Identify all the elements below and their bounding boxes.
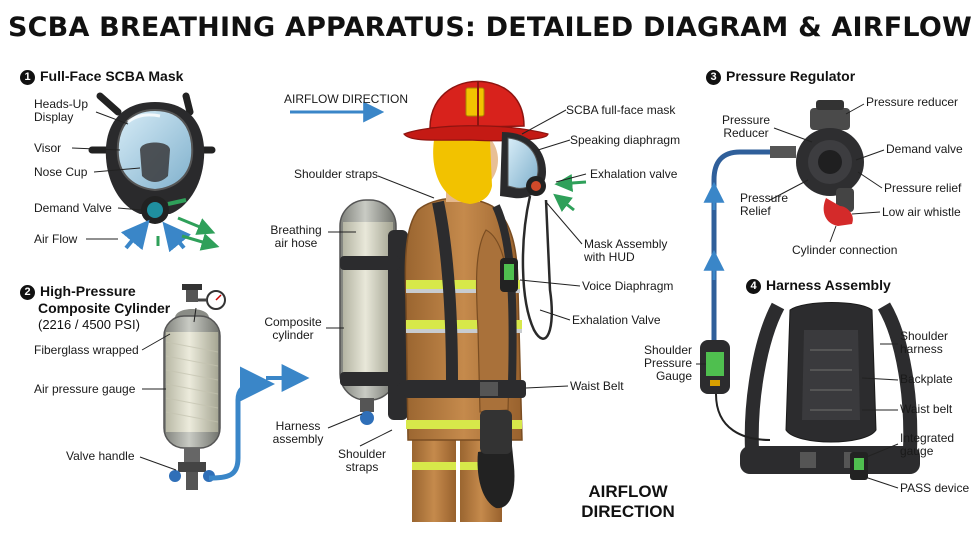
section-sublabel: (2216 / 4500 PSI) (38, 317, 140, 332)
label-pressure-relief: Pressure relief (884, 181, 962, 195)
section-label: Pressure Regulator (726, 68, 856, 84)
label-demand-valve: Demand Valve (34, 201, 112, 215)
label-pass-device: PASS device (900, 481, 970, 495)
label-waist-belt: Waist Belt (570, 379, 624, 393)
label-visor: Visor (34, 141, 62, 155)
label-cylinder-connection: Cylinder connection (792, 243, 898, 257)
label-pressure-reducer: Pressure reducer (866, 95, 959, 109)
section-cylinder-header: 2 High-Pressure Composite Cylinder (2216 … (20, 283, 170, 333)
label-speaking-diaphragm: Speaking diaphragm (570, 133, 681, 147)
section-label-line2: Composite Cylinder (38, 300, 171, 316)
harness-leaders (696, 343, 899, 489)
cylinder-illustration (163, 284, 310, 490)
section-regulator-header: 3 Pressure Regulator (706, 68, 855, 85)
section-mask-header: 1 Full-Face SCBA Mask (20, 68, 183, 85)
label-air-pressure-gauge: Air pressure gauge (34, 382, 136, 396)
label-fullface-mask: SCBA full-face mask (566, 103, 676, 117)
page-title: SCBA BREATHING APPARATUS: DETAILED DIAGR… (8, 12, 972, 43)
section-number: 4 (746, 279, 761, 294)
label-backplate: Backplate (900, 372, 953, 386)
cylinder-leaders (139, 307, 197, 471)
label-shoulder-straps: Shoulder straps (294, 167, 379, 181)
section-number: 2 (20, 285, 35, 300)
label-air-flow: Air Flow (34, 232, 78, 246)
section-harness-header: 4 Harness Assembly (746, 277, 891, 294)
section-label-line1: High-Pressure (40, 283, 136, 299)
label-valve-handle: Valve handle (66, 449, 135, 463)
label-demand-valve-reg: Demand valve (886, 142, 963, 156)
section-label: Harness Assembly (766, 277, 891, 293)
harness-illustration (700, 302, 920, 480)
section-number: 3 (706, 70, 721, 85)
center-leaders (326, 109, 587, 447)
section-number: 1 (20, 70, 35, 85)
label-exhalation-valve-2: Exhalation Valve (572, 313, 661, 327)
mask-illustration (88, 92, 220, 253)
section-label: Full-Face SCBA Mask (40, 68, 184, 84)
firefighter-illustration (339, 80, 587, 522)
label-low-air-whistle: Low air whistle (882, 205, 961, 219)
label-voice-diaphragm: Voice Diaphragm (582, 279, 674, 293)
label-waist-belt-harness: Waist belt (900, 402, 953, 416)
mask-leaders (71, 111, 142, 240)
regulator-leaders (769, 103, 885, 243)
regulator-illustration (703, 100, 864, 330)
label-fiberglass: Fiberglass wrapped (34, 343, 139, 357)
label-nose-cup: Nose Cup (34, 165, 88, 179)
label-airflow-direction: AIRFLOW DIRECTION (284, 92, 409, 106)
label-exhalation-valve: Exhalation valve (590, 167, 678, 181)
